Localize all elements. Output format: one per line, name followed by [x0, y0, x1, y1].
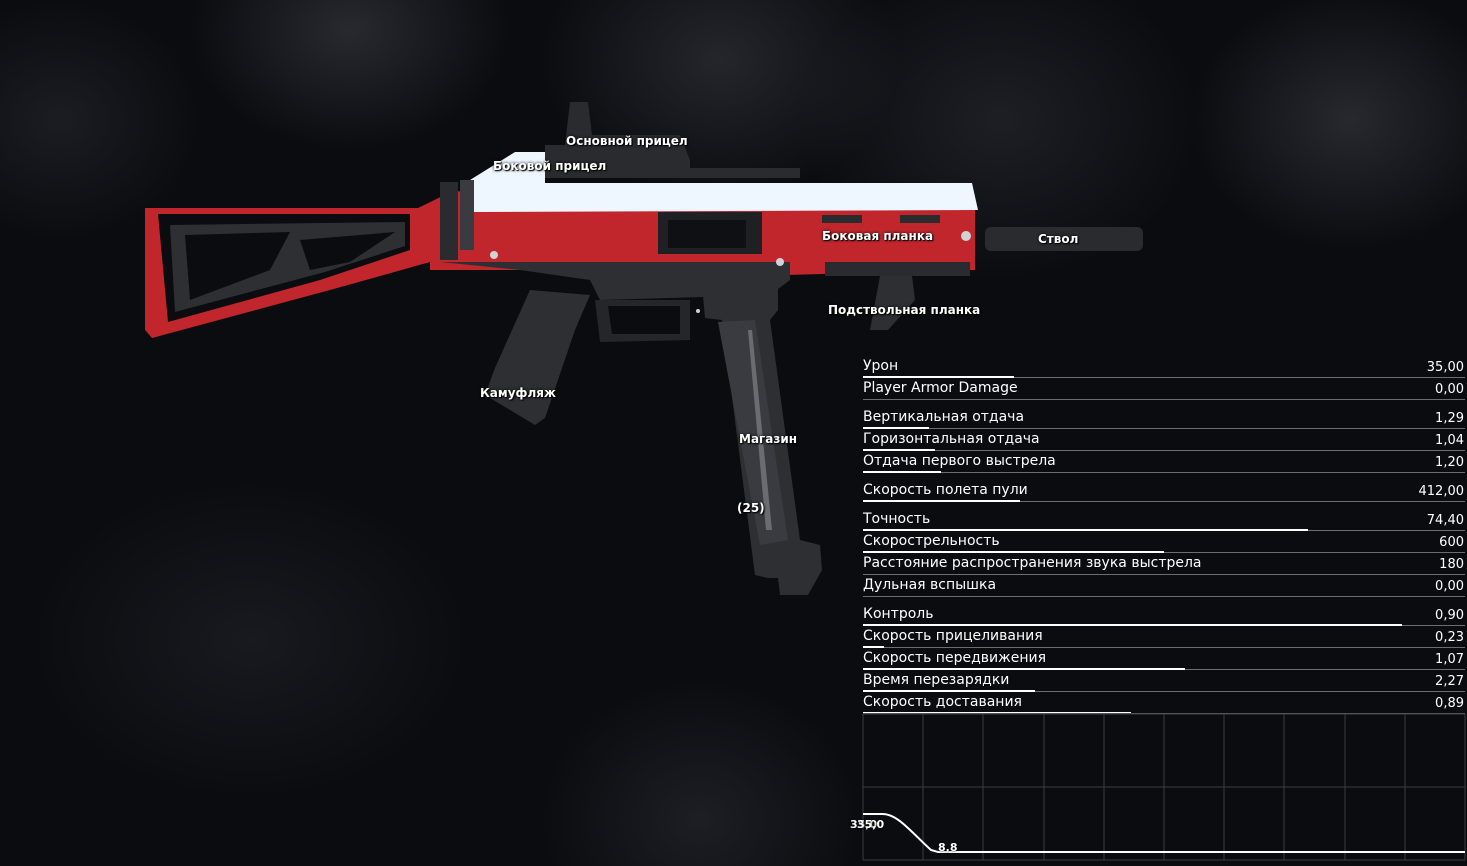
stat-value: 1,04	[1435, 433, 1464, 448]
attachment-underbarrel-rail[interactable]: Подствольная планка	[828, 303, 981, 317]
stat-value: 0,00	[1435, 382, 1464, 397]
stat-label: Вертикальная отдача	[863, 409, 1025, 425]
stat-label: Время перезарядки	[863, 672, 1010, 688]
stat-row: Скорость полета пули 412,00	[863, 480, 1465, 502]
damage-start-label: 35,0	[850, 818, 878, 831]
stat-value: 74,40	[1426, 513, 1464, 528]
stat-value: 1,29	[1435, 411, 1464, 426]
stat-label: Дульная вспышка	[863, 577, 997, 593]
stat-row: Дульная вспышка 0,00	[863, 575, 1465, 597]
stat-label: Скорость передвижения	[863, 650, 1046, 666]
stat-label: Точность	[863, 511, 931, 527]
stat-bar	[863, 690, 1035, 692]
stat-label: Скорость полета пули	[863, 482, 1028, 498]
stat-value: 0,23	[1435, 630, 1464, 645]
stat-bar	[863, 376, 1014, 378]
attachment-camo[interactable]: Камуфляж	[480, 386, 556, 400]
stat-row: Скорость прицеливания 0,23	[863, 626, 1465, 648]
magazine-ammo-count: (25)	[737, 501, 765, 515]
stat-value: 600	[1439, 535, 1464, 550]
stat-value: 412,00	[1418, 484, 1465, 499]
stat-row: Горизонтальная отдача 1,04	[863, 429, 1465, 451]
stat-label: Скорость прицеливания	[863, 628, 1043, 644]
weapon-barrel	[985, 227, 1143, 251]
attachment-side-rail[interactable]: Боковая планка	[822, 229, 934, 243]
weapon-top-cover	[470, 152, 978, 212]
stat-bar	[863, 646, 885, 648]
stat-row: Контроль 0,90	[863, 604, 1465, 626]
stat-bar	[863, 668, 1186, 670]
stat-label: Скорострельность	[863, 533, 1000, 549]
stat-row: Вертикальная отдача 1,29	[863, 407, 1465, 429]
damage-falloff-grid	[862, 713, 1466, 861]
stat-value: 180	[1439, 557, 1464, 572]
attachment-magazine[interactable]: Магазин	[739, 432, 798, 446]
stat-label: Урон	[863, 358, 899, 374]
stat-row: Время перезарядки 2,27	[863, 670, 1465, 692]
weapon-optic	[545, 102, 690, 178]
weapon-grip	[485, 290, 590, 425]
stat-label: Скорость доставания	[863, 694, 1022, 710]
stat-label: Отдача первого выстрела	[863, 453, 1056, 469]
stat-bar	[863, 449, 936, 451]
damage-start-label-overlap: 35,0	[857, 818, 885, 831]
stat-row: Отдача первого выстрела 1,20	[863, 451, 1465, 473]
attachment-barrel[interactable]: Ствол	[1038, 232, 1079, 246]
stat-label: Расстояние распространения звука выстрел…	[863, 555, 1202, 571]
damage-end-label: 8,8	[938, 841, 958, 854]
stat-row: Скорость передвижения 1,07	[863, 648, 1465, 670]
stat-value: 1,07	[1435, 652, 1464, 667]
stat-row: Урон 35,00	[863, 356, 1465, 378]
stat-value: 35,00	[1426, 360, 1464, 375]
stat-value: 0,00	[1435, 579, 1464, 594]
stat-label: Горизонтальная отдача	[863, 431, 1040, 447]
stat-row: Точность 74,40	[863, 509, 1465, 531]
stat-label: Контроль	[863, 606, 934, 622]
stat-row: Player Armor Damage 0,00	[863, 378, 1465, 400]
stat-value: 0,89	[1435, 696, 1464, 711]
damage-falloff-curve	[863, 813, 1465, 853]
stat-row: Скорострельность 600	[863, 531, 1465, 553]
stat-bar	[863, 427, 930, 429]
stat-bar	[863, 529, 1309, 531]
stat-row: Скорость доставания 0,89	[863, 692, 1465, 714]
stat-label: Player Armor Damage	[863, 380, 1018, 396]
stat-bar	[863, 551, 1164, 553]
stat-bar	[863, 500, 1020, 502]
stat-value: 2,27	[1435, 674, 1464, 689]
attachment-side-sight[interactable]: Боковой прицел	[493, 159, 607, 173]
damage-falloff-graph: 35,0 35,0 8,8	[850, 713, 1466, 861]
stat-value: 1,20	[1435, 455, 1464, 470]
stat-value: 0,90	[1435, 608, 1464, 623]
stat-bar	[863, 624, 1402, 626]
stat-bar	[863, 471, 942, 473]
attachment-main-sight[interactable]: Основной прицел	[566, 134, 688, 148]
stat-row: Расстояние распространения звука выстрел…	[863, 553, 1465, 575]
